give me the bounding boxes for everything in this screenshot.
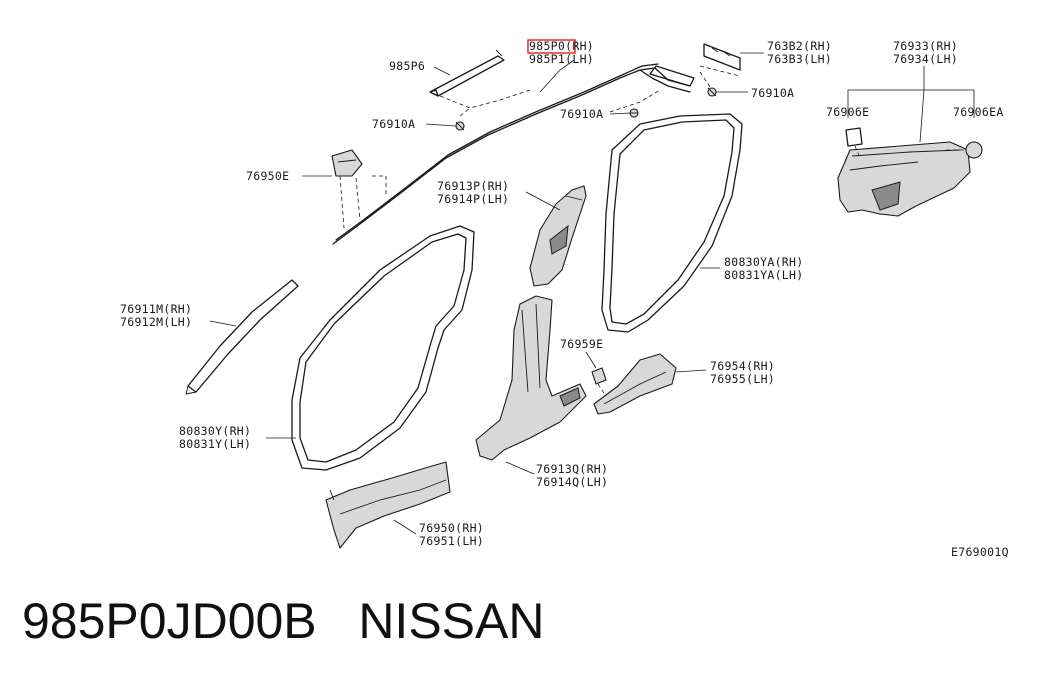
rear-kick-plate: [593, 353, 677, 415]
label-76933: 76933(RH): [893, 39, 958, 53]
label-76959E: 76959E: [560, 337, 603, 351]
label-763B3: 763B3(LH): [767, 52, 832, 66]
screw-76910A-upper: [707, 87, 717, 97]
label-76950: 76950(RH): [419, 521, 484, 535]
rear-door-weatherstrip: [601, 113, 743, 333]
part-number-caption: 985P0JD00B NISSAN: [22, 593, 545, 649]
label-76913Q: 76913Q(RH): [536, 462, 608, 476]
screw-76910A-mid: [629, 108, 639, 118]
label-80831YA: 80831YA(LH): [724, 268, 803, 282]
b-pillar-lower: [475, 295, 587, 461]
roof-rail-trim: [332, 63, 691, 245]
label-76913P: 76913P(RH): [437, 179, 509, 193]
label-763B2: 763B2(RH): [767, 39, 832, 53]
label-80830YA: 80830YA(RH): [724, 255, 803, 269]
label-76951: 76951(LH): [419, 534, 484, 548]
clip-76959E: [591, 367, 607, 397]
label-985P1: 985P1(LH): [529, 52, 594, 66]
label-76911M: 76911M(RH): [120, 302, 192, 316]
clip-76950E: [331, 149, 363, 177]
leader-lines: [209, 52, 975, 535]
label-80830Y: 80830Y(RH): [179, 424, 251, 438]
label-76955: 76955(LH): [710, 372, 775, 386]
label-76950E: 76950E: [246, 169, 289, 183]
label-985P0: 985P0(RH): [529, 39, 594, 53]
highlight-985P0: [527, 39, 576, 54]
bracket-763B2: [649, 43, 741, 87]
label-76914Q: 76914Q(LH): [536, 475, 608, 489]
label-76910A-mid: 76910A: [560, 107, 603, 121]
label-76906E: 76906E: [826, 105, 869, 119]
figure-code: E769001Q: [951, 545, 1009, 559]
part-labels: 985P0(RH) 985P1(LH) 985P6 76910A 76910A …: [120, 39, 1009, 559]
label-985P6: 985P6: [389, 59, 425, 73]
label-80831Y: 80831Y(LH): [179, 437, 251, 451]
front-kick-plate: [325, 461, 451, 549]
label-76934: 76934(LH): [893, 52, 958, 66]
label-76954: 76954(RH): [710, 359, 775, 373]
front-door-weatherstrip: [291, 225, 475, 471]
label-76912M: 76912M(LH): [120, 315, 192, 329]
a-pillar-finisher: [185, 279, 299, 395]
label-76910A-left: 76910A: [372, 117, 415, 131]
label-76914P: 76914P(LH): [437, 192, 509, 206]
label-76910A-right: 76910A: [751, 86, 794, 100]
b-pillar-upper: [529, 185, 587, 287]
label-76906EA: 76906EA: [953, 105, 1004, 119]
screw-76910A-left: [455, 121, 465, 131]
bracket-985P6: [429, 49, 505, 97]
rear-quarter-trim: [837, 127, 983, 217]
